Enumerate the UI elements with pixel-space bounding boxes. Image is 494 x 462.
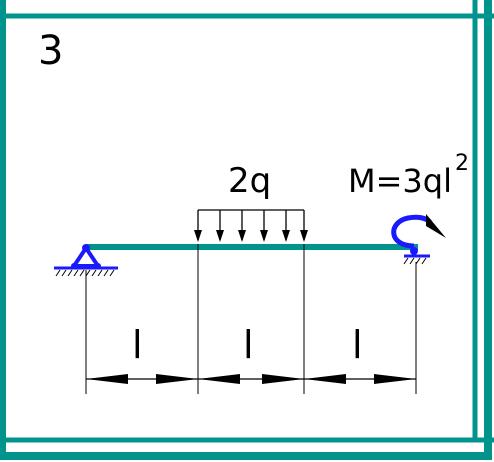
span-label-2: l [243,323,254,367]
moment-label: M=3ql [348,162,452,200]
load-label: 2q [228,161,271,201]
distributed-load [194,209,308,242]
moment-arrow [391,214,446,249]
roller-support-right [403,247,430,265]
dimension-extension-lines [85,244,417,394]
span-label-3: l [352,323,363,367]
span-label-1: l [132,323,143,367]
moment-exponent: 2 [455,151,469,176]
dimension-line [86,374,416,384]
problem-number: 3 [38,28,63,74]
pinned-support-left [54,244,118,277]
